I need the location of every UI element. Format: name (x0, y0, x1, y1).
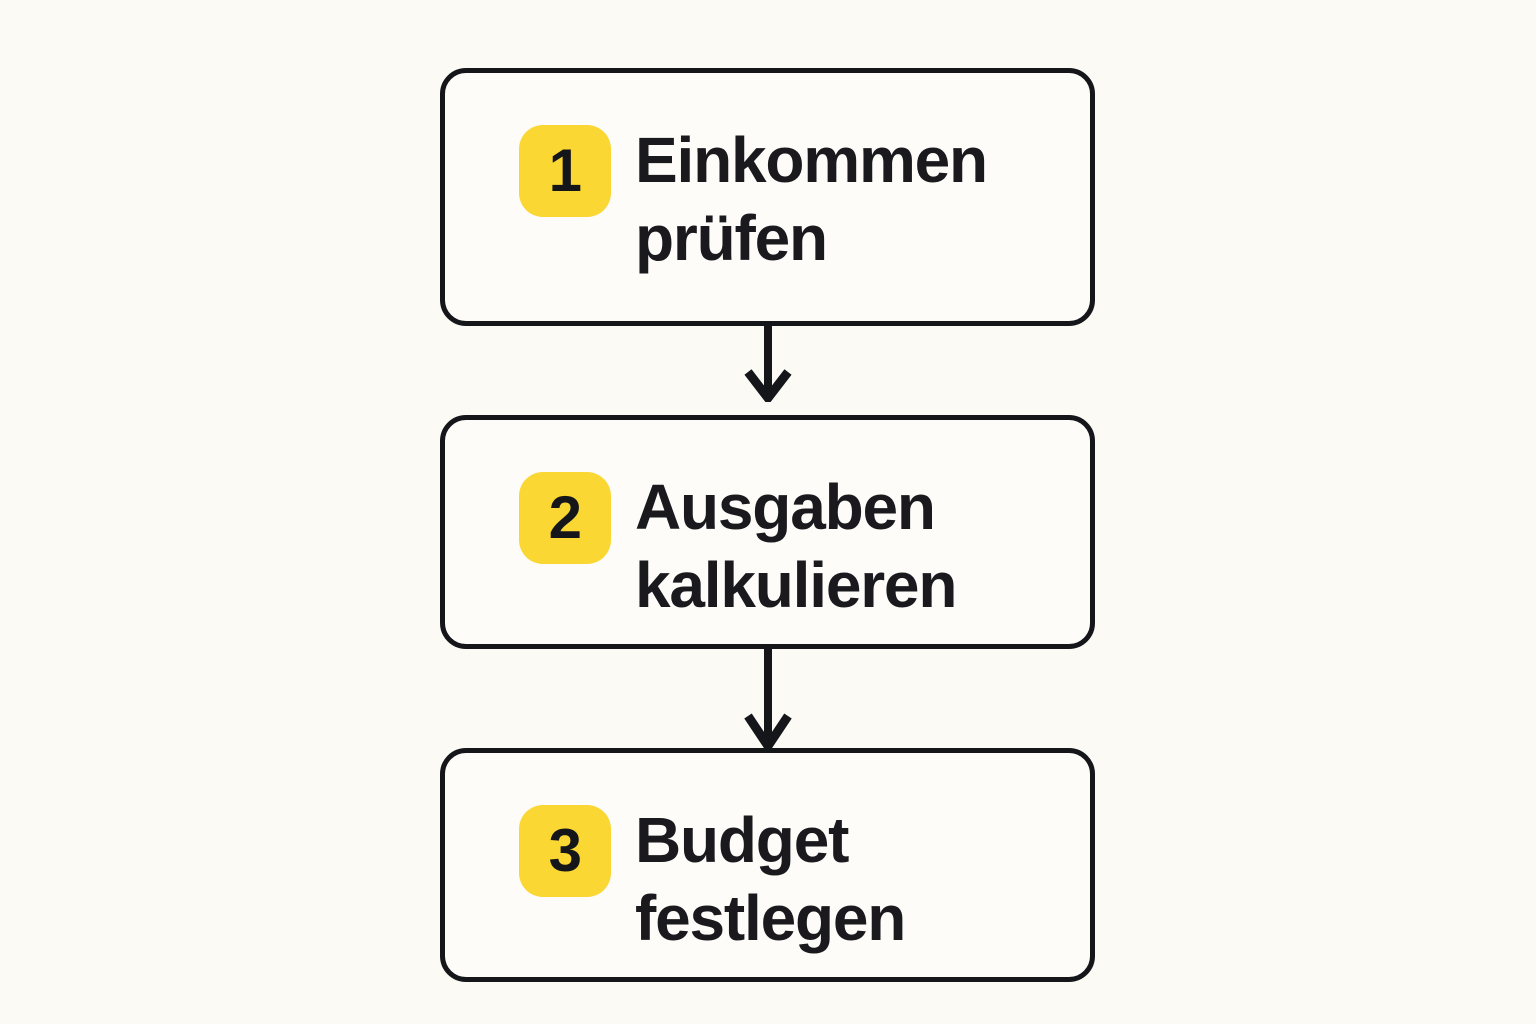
step-label-3: Budget festlegen (635, 804, 906, 954)
connector-arrow-1-to-2 (744, 322, 792, 402)
step-number-badge-1: 1 (519, 125, 611, 217)
step-number-badge-2: 2 (519, 472, 611, 564)
step-number-badge-3: 3 (519, 805, 611, 897)
step-label-1: Einkommen prüfen (635, 124, 988, 274)
flow-step-3[interactable]: 3 Budget festlegen (440, 748, 1095, 982)
step-label-2: Ausgaben kalkulieren (635, 471, 957, 621)
flow-step-2[interactable]: 2 Ausgaben kalkulieren (440, 415, 1095, 649)
connector-arrow-2-to-3 (744, 646, 792, 752)
down-arrow-icon (744, 646, 792, 752)
down-arrow-icon (744, 322, 792, 402)
flow-step-1[interactable]: 1 Einkommen prüfen (440, 68, 1095, 326)
